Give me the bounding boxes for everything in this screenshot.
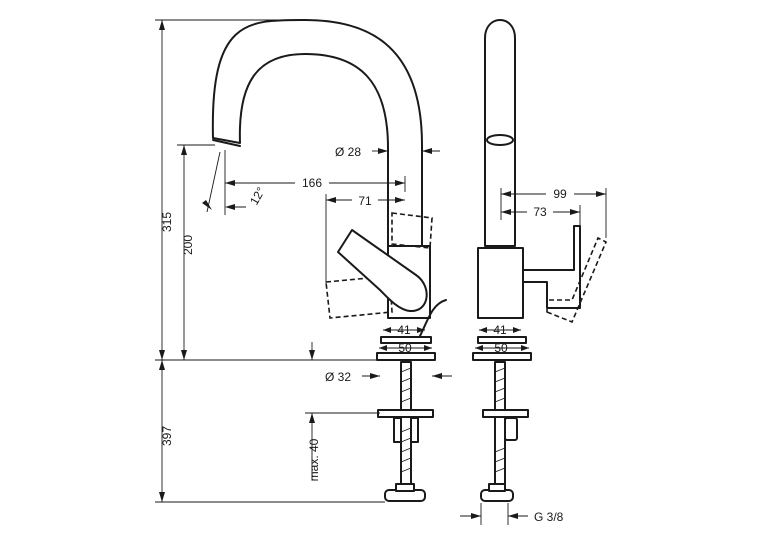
front-aerator [212,139,241,147]
label-spout-reach: 166 [302,176,322,190]
arrow-head [432,373,442,379]
label-bg [546,186,574,200]
arrow-head [513,327,521,333]
side-shank [494,361,506,489]
side-fixing-plate [482,409,529,418]
side-shank-thread [494,397,506,403]
arrow-head [471,513,481,519]
label-side-reach-73: 73 [533,205,547,219]
arrow-head [159,360,165,370]
front-base-lower [376,352,436,361]
arrow-head [596,191,606,197]
side-body [477,247,524,319]
arrow-head [508,513,518,519]
label-bg [352,193,378,207]
arrow-head [202,200,212,210]
label-spray-angle: 12° [247,184,268,207]
arrow-head [570,209,580,215]
dimension-lines [155,19,607,525]
label-handle-reach: 71 [358,194,372,208]
side-handle [522,225,581,309]
label-below-deck: 397 [160,426,174,446]
arrow-head [159,350,165,360]
arrow-head [181,145,187,155]
front-shank-thread [400,397,412,403]
arrow-head [383,327,391,333]
arrow-head [309,413,315,423]
label-spout-diameter: Ø 28 [335,145,361,159]
label-side-reach-99: 99 [553,187,567,201]
front-shank-thread [400,427,412,433]
side-connection-nut-top [488,483,506,492]
arrow-head [225,180,235,186]
front-popup-rod [419,299,447,337]
label-max-deck-thickness: max. 40 [307,438,321,481]
arrow-head [370,373,380,379]
arrow-head [159,492,165,502]
side-shank-thread [494,457,506,463]
arrow-head [395,180,405,186]
arrow-head [422,148,432,154]
label-body-41-front: 41 [397,323,411,337]
side-shank-thread [494,467,506,473]
label-connection: G 3/8 [534,510,564,524]
front-hose-left [393,417,402,443]
side-shank-thread [494,377,506,383]
side-aerator [486,134,514,146]
label-bg [527,204,553,218]
label-spout-height: 200 [181,235,195,255]
front-base-upper [380,336,432,344]
label-base-50-front: 50 [398,341,412,355]
front-handle-open-dashed [391,212,433,249]
arrow-head [378,148,388,154]
side-base-upper [477,336,527,344]
label-total-height: 315 [160,212,174,232]
arrow-head [309,350,315,360]
label-base-50-side: 50 [494,341,508,355]
arrow-head [501,209,511,215]
front-view [211,18,447,502]
side-shank-thread [494,367,506,373]
front-shank-thread [400,467,412,473]
front-shank-thread [400,447,412,453]
front-shank-thread [400,457,412,463]
front-connection-nut-top [395,483,415,492]
arrow-head [395,197,405,203]
front-lever-handle [337,229,428,313]
arrow-head [501,191,511,197]
front-shank-thread [400,367,412,373]
arrow-head [159,20,165,30]
arrow-head [479,327,487,333]
front-shank-thread [400,437,412,443]
arrow-head [521,345,529,351]
arrow-head [326,197,336,203]
front-shank-thread [400,377,412,383]
front-shank-thread [400,387,412,393]
front-hose-right [410,417,419,443]
spray-angle-line [206,151,221,213]
side-base-lower [472,352,532,361]
front-spout [211,18,423,247]
label-shank-diameter: Ø 32 [325,370,351,384]
arrow-head [475,345,483,351]
side-spout [484,19,516,247]
dimension-labels: 315 200 397 max. 40 12° 166 71 Ø 28 41 5… [160,145,574,524]
side-hose [504,417,518,441]
side-shank-thread [494,447,506,453]
arrow-head [379,345,387,351]
side-view [472,19,608,502]
arrow-head [424,345,432,351]
label-bg [295,175,329,189]
front-fixing-plate [377,409,434,418]
side-shank-thread [494,387,506,393]
arrow-head [181,350,187,360]
side-handle-dashed [546,236,608,324]
arrow-head [417,327,425,333]
label-body-41-side: 41 [493,323,507,337]
